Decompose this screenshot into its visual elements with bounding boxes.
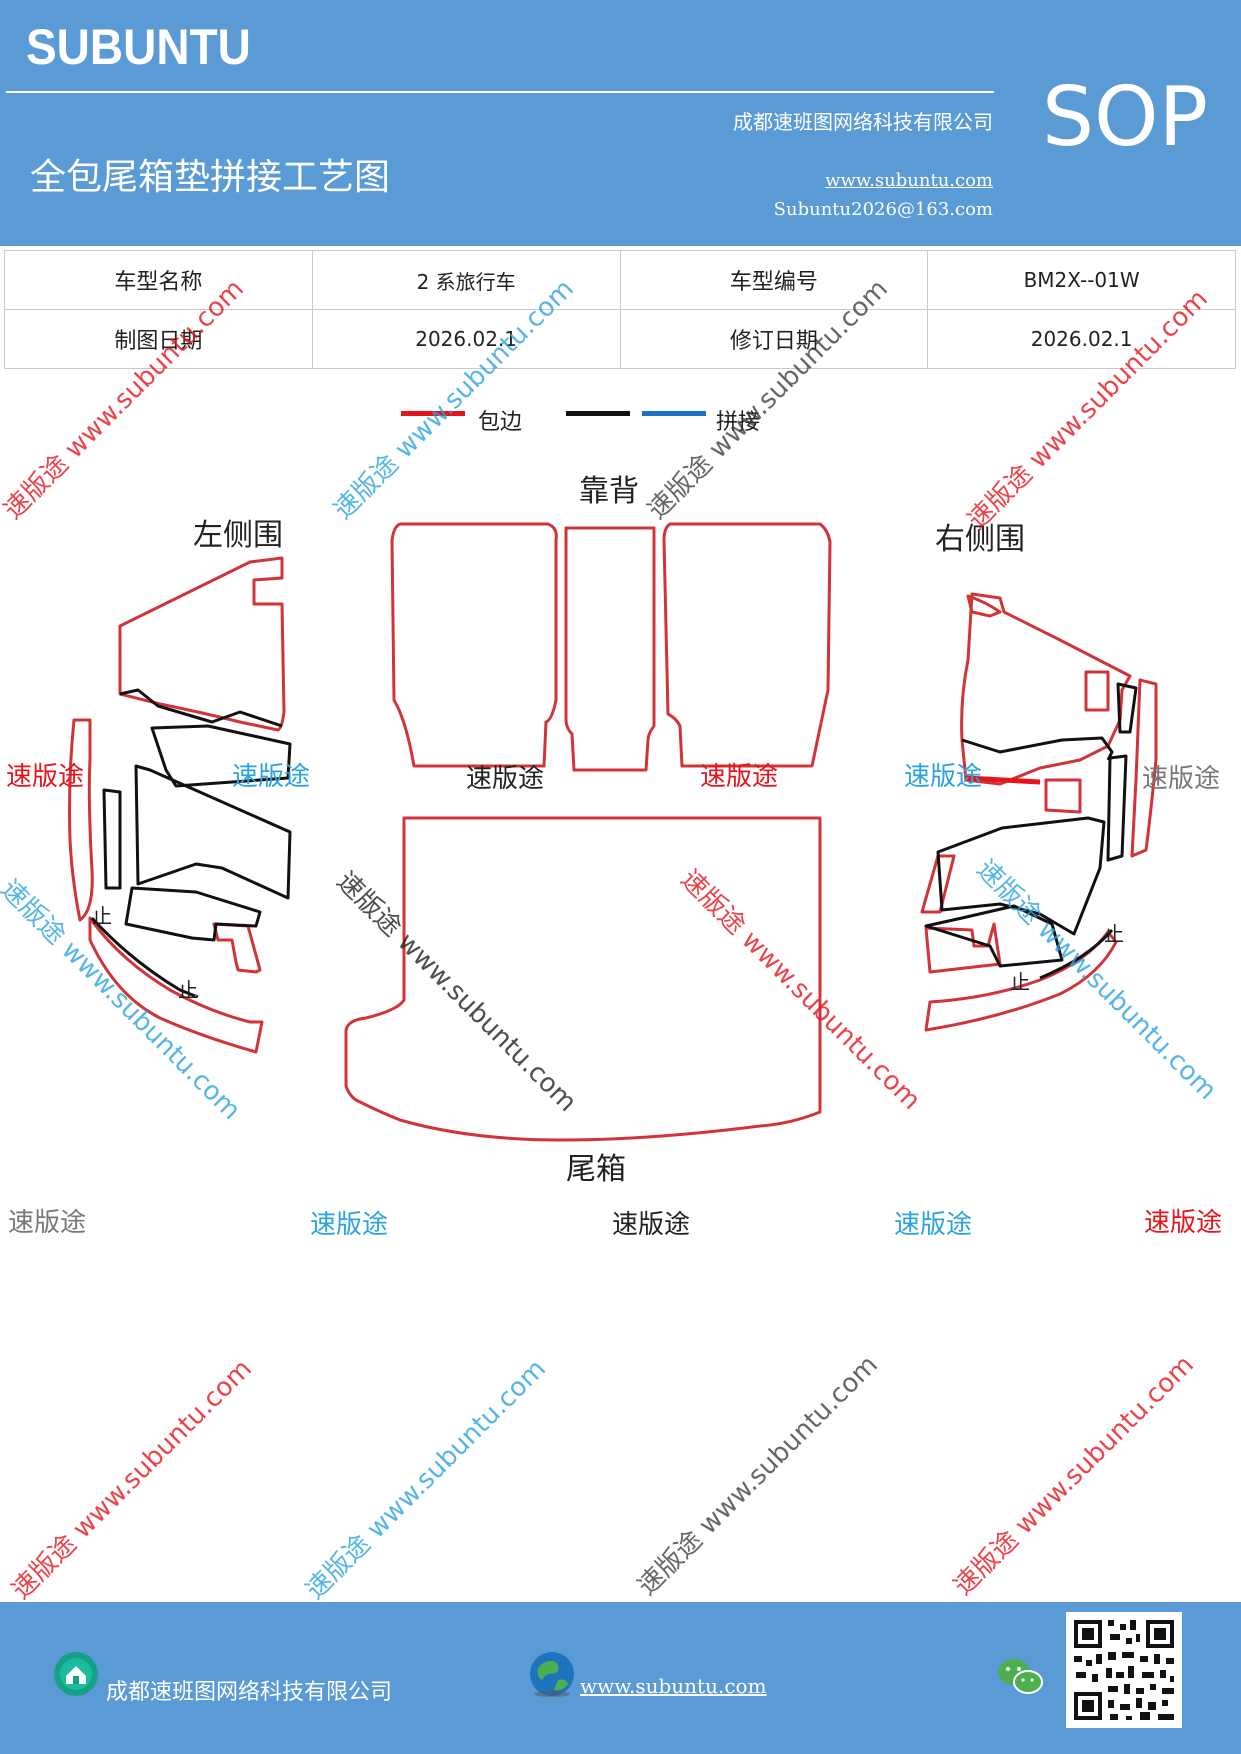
watermark-brand: 速版途 xyxy=(466,764,545,794)
right-side-red-seam xyxy=(965,775,1041,785)
left-seam-panel-1 xyxy=(119,688,283,728)
table-row: 制图日期 2026.02.1 修订日期 2026.02.1 xyxy=(4,309,1236,369)
watermark-brand: 速版途 xyxy=(6,762,85,792)
stop-mark-left-2: 止 xyxy=(178,978,198,1002)
wechat-icon[interactable] xyxy=(996,1656,1044,1696)
legend-seam-label: 拼接 xyxy=(716,410,761,435)
website-link[interactable]: www.subuntu.com xyxy=(825,170,993,191)
company-name: 成都速班图网络科技有限公司 xyxy=(733,110,993,134)
watermark-brand: 速版途 xyxy=(8,1208,87,1238)
left-side-tab xyxy=(212,922,262,974)
revision-date-value: 2026.02.1 xyxy=(927,309,1236,369)
left-side-strip xyxy=(68,718,94,922)
page-title: 全包尾箱垫拼接工艺图 xyxy=(30,157,391,198)
right-side-lower-left xyxy=(920,854,956,914)
right-seam-panel-2 xyxy=(1116,682,1138,734)
watermark-brand: 速版途 xyxy=(894,1210,973,1240)
legend-seam-line xyxy=(642,411,706,416)
watermark-brand: 速版途 xyxy=(700,762,779,792)
legend-edge-line xyxy=(401,411,465,416)
label-trunk: 尾箱 xyxy=(566,1152,626,1187)
right-side-window xyxy=(1084,670,1110,712)
label-left-side: 左侧围 xyxy=(193,518,283,553)
footer-banner: 成都速班图网络科技有限公司 www.subuntu.com xyxy=(0,1602,1241,1754)
table-row: 车型名称 2 系旅行车 车型编号 BM2X--01W xyxy=(4,250,1236,310)
left-seam-strip xyxy=(102,788,122,890)
footer-website[interactable]: www.subuntu.com xyxy=(580,1674,767,1698)
right-seam-panel-1 xyxy=(961,736,1114,761)
header-banner: SUBUNTU 成都速班图网络科技有限公司 全包尾箱垫拼接工艺图 www.sub… xyxy=(0,0,1241,246)
watermark-brand: 速版途 xyxy=(904,762,983,792)
header-divider xyxy=(6,91,994,93)
right-side-upper-panel xyxy=(960,592,1132,786)
watermark-brand: 速版途 xyxy=(232,762,311,792)
backrest-right-panel xyxy=(662,522,832,768)
right-side-corner-tab xyxy=(966,594,1002,618)
right-side-strip xyxy=(1130,678,1158,858)
footer-company: 成都速班图网络科技有限公司 xyxy=(106,1680,393,1705)
left-side-lower-curve xyxy=(88,916,264,1054)
backrest-left-panel xyxy=(390,522,558,768)
right-seam-panel-5 xyxy=(924,904,1064,968)
model-name-value: 2 系旅行车 xyxy=(311,250,621,310)
stop-mark-left-1: 止 xyxy=(92,904,112,928)
vehicle-info-table: 车型名称 2 系旅行车 车型编号 BM2X--01W 制图日期 2026.02.… xyxy=(4,250,1236,369)
model-code-value: BM2X--01W xyxy=(927,250,1236,310)
left-seam-panel-4 xyxy=(124,886,262,942)
sop-badge: SOP xyxy=(1042,70,1209,165)
company-icon xyxy=(54,1652,98,1696)
right-side-lower-tab xyxy=(924,922,1002,974)
watermark-brand: 速版途 xyxy=(612,1210,691,1240)
right-seam-panel-3 xyxy=(1106,754,1128,862)
right-side-lower-curve xyxy=(924,930,1118,1032)
backrest-middle-panel xyxy=(564,526,656,772)
globe-icon xyxy=(530,1652,574,1697)
legend-black-line xyxy=(566,411,630,416)
right-side-insert xyxy=(1044,778,1082,814)
qr-code xyxy=(1066,1612,1182,1728)
label-backrest: 靠背 xyxy=(579,474,639,509)
left-seam-panel-2 xyxy=(150,724,292,788)
label-right-side: 右侧围 xyxy=(935,522,1025,557)
left-side-upper-panel xyxy=(118,556,286,732)
watermark-brand: 速版途 xyxy=(310,1210,389,1240)
stop-mark-right-1: 止 xyxy=(1104,922,1124,946)
drawing-date-label: 制图日期 xyxy=(4,309,313,369)
right-seam-curve xyxy=(1039,929,1114,980)
email-address: Subuntu2026@163.com xyxy=(773,199,993,220)
brand-logo: SUBUNTU xyxy=(26,19,251,75)
legend-edge-label: 包边 xyxy=(478,410,523,435)
drawing-date-value: 2026.02.1 xyxy=(311,309,621,369)
model-code-label: 车型编号 xyxy=(619,250,929,310)
right-seam-panel-4 xyxy=(936,816,1106,936)
watermark-brand: 速版途 xyxy=(1142,764,1221,794)
stop-mark-right-2: 止 xyxy=(1010,970,1030,994)
model-name-label: 车型名称 xyxy=(4,250,313,310)
trunk-floor-panel xyxy=(344,816,822,1142)
watermark-brand: 速版途 xyxy=(1144,1208,1223,1238)
revision-date-label: 修订日期 xyxy=(619,309,929,369)
left-seam-panel-3 xyxy=(134,764,292,900)
